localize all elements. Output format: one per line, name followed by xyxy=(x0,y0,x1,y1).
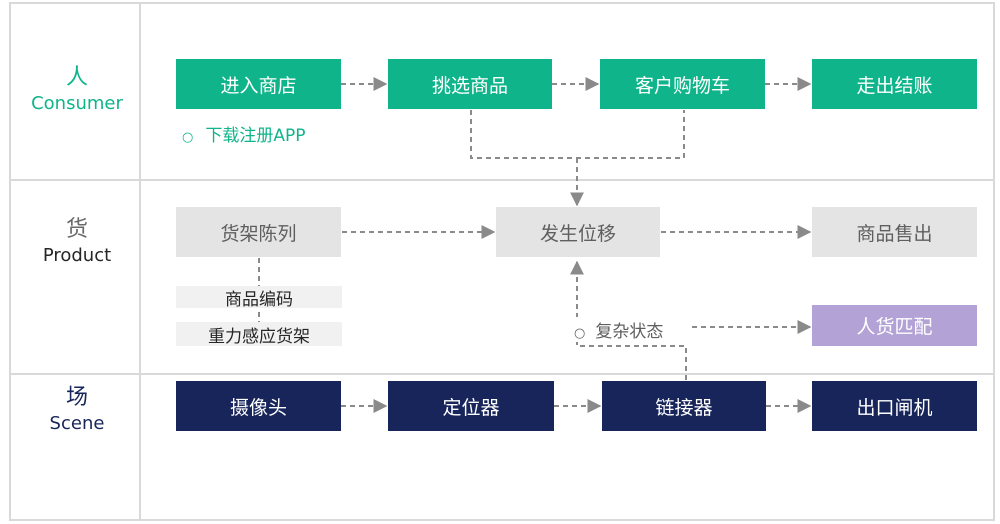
row-title-consumer: 人 Consumer xyxy=(12,64,142,116)
consumer-step-enter-store: 进入商店 xyxy=(176,59,341,109)
row-title-scene-en: Scene xyxy=(49,413,105,434)
connector-pick-cart xyxy=(470,110,685,159)
product-encoding: 商品编码 xyxy=(176,286,342,310)
product-sold: 商品售出 xyxy=(812,207,977,257)
row-title-product-zh: 货 xyxy=(65,217,88,242)
bullet-icon: ○ xyxy=(574,326,586,341)
gravity-sensing-shelf: 重力感应货架 xyxy=(176,322,342,347)
row-title-scene-zh: 场 xyxy=(65,385,88,410)
scene-camera: 摄像头 xyxy=(176,381,341,431)
complex-state-text: 复杂状态 xyxy=(595,322,664,342)
consumer-note: ○ 下载注册APP xyxy=(182,121,305,146)
consumer-step-cart: 客户购物车 xyxy=(600,59,765,109)
scene-locator: 定位器 xyxy=(388,381,554,431)
row-title-product-en: Product xyxy=(42,245,112,266)
row-title-consumer-en: Consumer xyxy=(31,93,123,114)
outer-border xyxy=(9,2,995,521)
row-title-product: 货 Product xyxy=(12,216,142,268)
consumer-note-text: 下载注册APP xyxy=(205,126,306,146)
complex-state-label: ○ 复杂状态 xyxy=(570,317,668,342)
connector-linker-loop xyxy=(570,260,687,380)
scene-linker: 链接器 xyxy=(602,381,766,431)
product-shelf-display: 货架陈列 xyxy=(176,207,341,257)
scene-exit-gate: 出口闸机 xyxy=(812,381,977,431)
product-displacement: 发生位移 xyxy=(496,207,660,257)
consumer-step-pick-goods: 挑选商品 xyxy=(388,59,552,109)
person-goods-match: 人货匹配 xyxy=(812,305,977,346)
row-title-scene: 场 Scene xyxy=(12,384,142,436)
consumer-step-checkout: 走出结账 xyxy=(812,59,977,109)
bullet-icon: ○ xyxy=(182,130,194,145)
row-title-consumer-zh: 人 xyxy=(65,65,88,90)
